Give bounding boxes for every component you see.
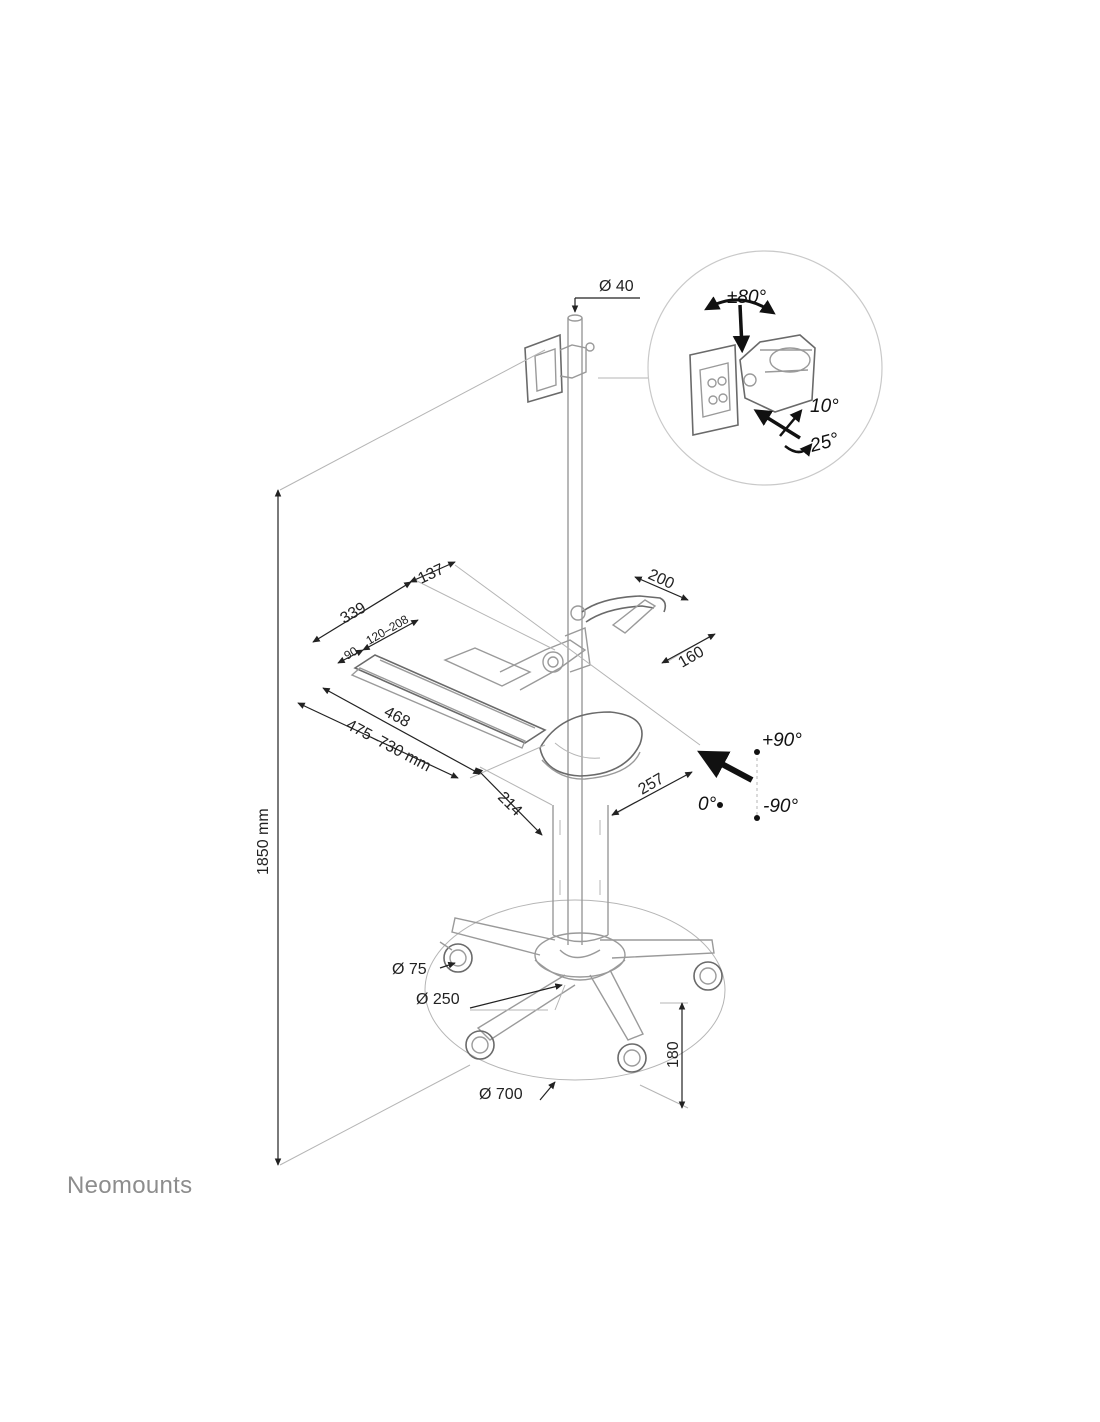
zoom-tilt-block <box>739 334 816 413</box>
label-tilt-up: 10° <box>810 396 839 417</box>
label-keyboard-range: 120–208 <box>364 612 412 648</box>
label-height: 1850 mm <box>255 808 272 875</box>
column <box>552 805 609 943</box>
label-base-hub-diameter: Ø 250 <box>416 991 460 1008</box>
vesa-plate <box>524 333 595 404</box>
mouse-tray-dimension <box>611 771 693 816</box>
caster-left <box>439 941 473 973</box>
cart-illustration <box>350 314 726 1081</box>
label-keyboard-height-range: 475–730 mm <box>343 717 433 776</box>
zoom-vesa-plate <box>689 344 739 436</box>
caster-right <box>693 961 723 991</box>
brand-logo: Neomounts <box>67 1172 192 1199</box>
label-keyboard-offset: 90 <box>342 644 361 663</box>
label-rotate-minus: -90° <box>763 796 798 817</box>
caster-front-right <box>617 1043 647 1073</box>
shelf-offset-dimension <box>475 767 543 836</box>
detail-zoom <box>598 250 883 486</box>
label-arm-length: 339 <box>338 599 370 627</box>
base-footprint <box>424 899 726 1081</box>
label-shelf-offset: 214 <box>494 789 525 820</box>
label-swivel: ±80° <box>727 287 767 308</box>
label-pole-diameter: Ø 40 <box>599 278 634 295</box>
keyboard-height-dimension <box>297 702 459 779</box>
caster-front-left <box>465 1030 495 1060</box>
label-caster-diameter: Ø 75 <box>392 961 427 978</box>
mouse-tray <box>539 711 643 780</box>
dimension-lines <box>274 297 716 1166</box>
handle-width-dimension <box>634 576 689 601</box>
handle-depth-dimension <box>661 633 716 664</box>
label-base-diameter: Ø 700 <box>479 1086 523 1103</box>
base <box>439 917 723 1073</box>
arm-depth-dimension <box>409 561 456 583</box>
label-handle-width: 200 <box>645 566 676 593</box>
label-rotate-plus: +90° <box>762 730 802 751</box>
pole-top <box>567 314 583 322</box>
arm-length-dimension <box>312 581 412 643</box>
keyboard-tray <box>350 627 591 749</box>
label-handle-depth: 160 <box>676 643 708 671</box>
rotation-indicator <box>697 749 760 821</box>
label-keyboard-width: 468 <box>381 704 413 732</box>
label-base-height: 180 <box>665 1041 682 1068</box>
label-rotate-zero: 0° <box>698 794 717 815</box>
guide-lines <box>279 349 713 1166</box>
label-arm-depth: 137 <box>416 561 447 588</box>
